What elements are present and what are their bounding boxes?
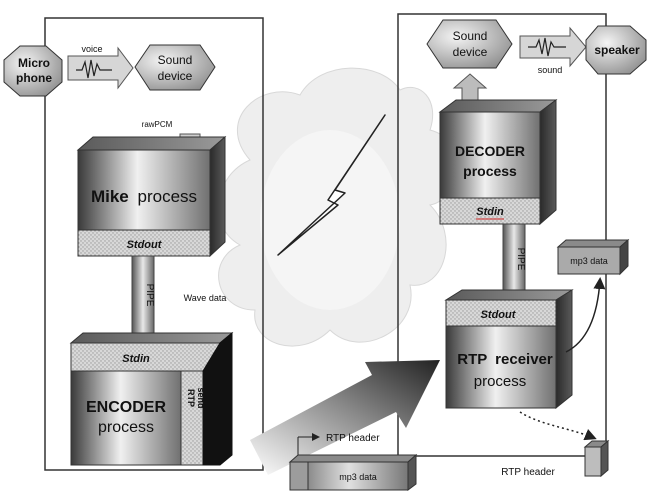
receiver-mp3-data-label: mp3 data: [570, 256, 608, 266]
voice-label: voice: [81, 44, 102, 54]
incoming-rtp-header-label: RTP header: [501, 467, 555, 478]
rtp-send-label-line2: send: [196, 387, 206, 408]
sound-device-sender: Sound device: [134, 44, 216, 91]
rtp-receiver-stdout-label: Stdout: [481, 309, 517, 321]
microphone-node: Micro phone: [3, 45, 63, 97]
encoder-process-label: process: [98, 419, 154, 436]
sound-label: sound: [538, 65, 563, 75]
incoming-rtp-header-box: RTP header: [501, 439, 610, 478]
decoder-label: DECODER: [455, 143, 525, 159]
mike-process-label: process: [138, 187, 198, 206]
receiver-pipe-label: PIPE: [515, 248, 526, 271]
sender-pipe: PIPE Wave data: [131, 255, 227, 335]
receiver-pipe: PIPE: [502, 223, 526, 295]
rtp-receiver-process-label: process: [474, 373, 527, 390]
decoder-process-label: process: [463, 163, 517, 179]
rtp-receiver-process-box: Stdout RTP receiver process: [444, 289, 574, 410]
encoder-process-box: Stdin ENCODER process RTP send: [69, 331, 234, 466]
sender-frame: [44, 17, 264, 471]
decoder-to-sound-arrow: [452, 73, 488, 101]
sender-pipe-label: PIPE: [144, 284, 155, 307]
speaker-node: speaker: [585, 25, 647, 75]
receiver-frame: [397, 13, 607, 457]
voice-arrow: voice: [67, 44, 134, 90]
rtp-receiver-label-word1: RTP: [457, 351, 487, 368]
svg-text:RTP receiver: RTP receiver: [457, 351, 553, 368]
mike-label: Mike: [91, 187, 129, 206]
sound-device-receiver: Sound device: [426, 19, 513, 69]
lightning-bolt-icon: [277, 114, 386, 256]
mike-stdout-label: Stdout: [127, 239, 163, 251]
dotted-header-arrow: [519, 411, 597, 441]
microphone-label-line1: Micro: [18, 56, 50, 70]
sound-arrow: sound: [519, 26, 587, 75]
mike-process-box: Mike process Stdout: [76, 135, 227, 258]
sound-device-sender-line1: Sound: [158, 53, 193, 67]
sound-device-receiver-line2: device: [453, 45, 488, 59]
wave-data-label: Wave data: [184, 293, 227, 303]
decoder-process-box: DECODER process Stdin: [438, 99, 558, 226]
rawpcm-label: rawPCM: [142, 120, 173, 129]
sound-device-sender-line2: device: [158, 69, 193, 83]
rtp-send-label-line1: RTP: [186, 389, 196, 407]
decoder-stdin-label: Stdin: [476, 206, 504, 218]
microphone-label-line2: phone: [16, 71, 52, 85]
speaker-label: speaker: [594, 43, 640, 57]
rtp-receiver-label-word2: receiver: [495, 351, 553, 368]
outgoing-packet: RTP header mp3 data: [288, 433, 418, 491]
sound-device-receiver-line1: Sound: [453, 29, 488, 43]
receiver-mp3-data-box: mp3 data: [556, 238, 630, 276]
outgoing-mp3-data-label: mp3 data: [339, 472, 377, 482]
encoder-stdin-label: Stdin: [122, 353, 150, 365]
receiver-to-mp3-arrow: [565, 277, 606, 353]
outgoing-rtp-header-label: RTP header: [326, 433, 380, 444]
encoder-label: ENCODER: [86, 399, 166, 416]
network-cloud: [217, 67, 457, 347]
svg-text:Mike process: Mike process: [91, 187, 197, 206]
